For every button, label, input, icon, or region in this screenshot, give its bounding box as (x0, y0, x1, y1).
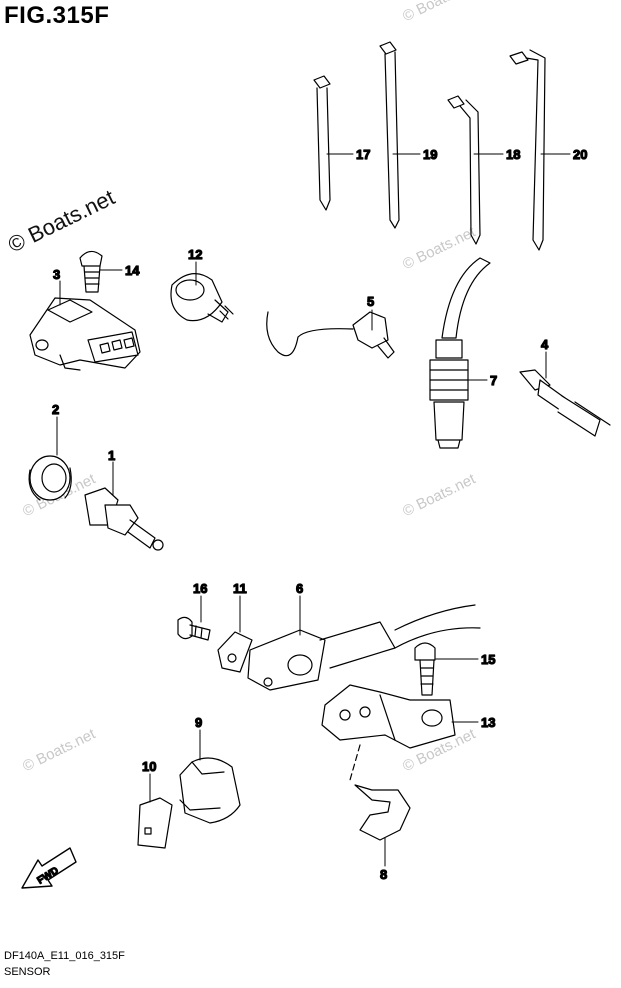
part-10-plate (137, 797, 173, 849)
part-3-map-sensor (29, 297, 141, 371)
part-16-bolt (177, 616, 211, 641)
callout-17: 17 (356, 147, 370, 162)
callouts: 17 19 18 20 3 14 12 5 7 4 2 1 16 11 6 15… (35, 146, 588, 887)
figure-subtitle: SENSOR (4, 966, 51, 978)
part-15-bolt (414, 642, 436, 696)
callout-7: 7 (490, 373, 497, 388)
callout-20: 20 (573, 147, 587, 162)
callout-1: 1 (108, 448, 115, 463)
part-5-knock-sensor (266, 311, 395, 359)
part-12-sensor (170, 273, 234, 323)
callout-12: 12 (188, 247, 202, 262)
callout-14: 14 (125, 263, 140, 278)
part-14-bolt (79, 250, 103, 293)
part-13-bracket (321, 684, 456, 749)
leader-lines (56, 153, 571, 867)
fwd-arrow (21, 847, 77, 889)
callout-18: 18 (506, 147, 520, 162)
part-4-temp-sensor (519, 369, 611, 437)
part-1-thermo-sensor (84, 487, 164, 551)
callout-11: 11 (233, 581, 247, 596)
callout-19: 19 (423, 147, 437, 162)
callout-16: 16 (193, 581, 207, 596)
callout-8: 8 (380, 867, 387, 882)
callout-13: 13 (481, 715, 495, 730)
part-2-grommet (28, 455, 72, 501)
part-8-sensor (354, 784, 411, 841)
callout-2: 2 (52, 402, 59, 417)
callout-4: 4 (541, 337, 549, 352)
cable-tie-19 (379, 41, 400, 229)
part-9-clamp (179, 757, 241, 824)
cable-tie-17 (313, 75, 331, 211)
callout-9: 9 (195, 715, 202, 730)
callout-15: 15 (481, 652, 495, 667)
figure-code: DF140A_E11_016_315F (4, 950, 125, 962)
callout-6: 6 (296, 581, 303, 596)
cable-tie-20 (509, 49, 546, 251)
callout-10: 10 (142, 759, 156, 774)
part-11-clip (217, 631, 253, 673)
callout-5: 5 (367, 294, 374, 309)
part-7-oxygen-sensor (429, 257, 491, 449)
callout-3: 3 (53, 267, 60, 282)
part-6-position-sensor (247, 604, 481, 691)
cable-tie-18 (447, 95, 481, 245)
figure-title: FIG.315F (4, 2, 110, 29)
